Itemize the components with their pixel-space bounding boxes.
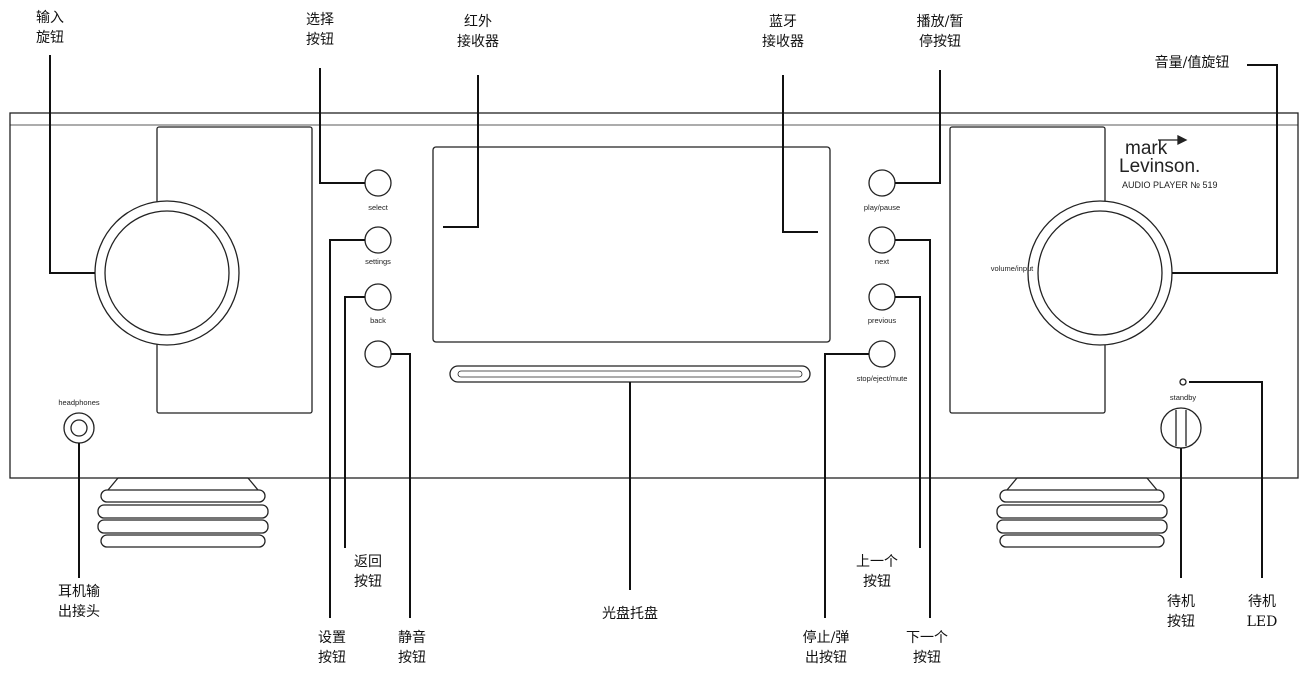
callout-previous-button: 上一个按钮 xyxy=(856,554,898,590)
play-pause-button xyxy=(868,169,896,197)
callout-standby-button: 待机按钮 xyxy=(1167,594,1195,630)
volume-input-label: volume/input xyxy=(991,264,1034,273)
volume-knob-inner xyxy=(1037,210,1163,336)
headphones-label: headphones xyxy=(58,398,100,407)
chassis-outline xyxy=(9,112,1299,479)
headphone-jack xyxy=(63,412,95,444)
callout-settings-button: 设置按钮 xyxy=(318,630,346,666)
brand-logo-line2: Levinson. xyxy=(1119,156,1200,177)
left-foot xyxy=(97,477,269,548)
leader-lines xyxy=(49,55,1278,618)
mute-button xyxy=(364,340,392,368)
brand-logo-arrow xyxy=(1158,134,1188,146)
callout-headphone-jack: 耳机输出接头 xyxy=(58,584,100,620)
stop-eject-mute-label: stop/eject/mute xyxy=(857,374,908,383)
callout-mute-button: 静音按钮 xyxy=(398,630,426,666)
model-name: AUDIO PLAYER № 519 xyxy=(1122,180,1218,190)
standby-label: standby xyxy=(1170,393,1197,402)
callout-input-knob: 输入旋钮 xyxy=(36,10,64,46)
standby-button xyxy=(1160,407,1202,449)
next-button xyxy=(868,226,896,254)
disc-tray-slot-inner xyxy=(457,370,803,378)
standby-led xyxy=(1179,378,1187,386)
input-knob xyxy=(94,200,240,346)
callout-disc-tray: 光盘托盘 xyxy=(602,606,658,622)
callout-bluetooth-receiver: 蓝牙接收器 xyxy=(762,14,804,50)
display-screen xyxy=(432,146,831,343)
callout-select-button: 选择按钮 xyxy=(306,12,334,48)
back-label: back xyxy=(370,316,386,325)
input-knob-inner xyxy=(104,210,230,336)
callout-play-pause-button: 播放/暂停按钮 xyxy=(916,14,964,50)
stop-eject-mute-button xyxy=(868,340,896,368)
previous-button xyxy=(868,283,896,311)
disc-tray-slot xyxy=(449,365,811,383)
right-foot xyxy=(996,477,1168,548)
select-label: select xyxy=(368,203,389,212)
callout-volume-knob: 音量/值旋钮 xyxy=(1154,55,1230,71)
play-pause-label: play/pause xyxy=(864,203,900,212)
settings-label: settings xyxy=(365,257,391,266)
volume-knob xyxy=(1027,200,1173,346)
settings-button xyxy=(364,226,392,254)
headphone-jack-hole xyxy=(70,419,88,437)
callout-back-button: 返回按钮 xyxy=(354,554,382,590)
next-label: next xyxy=(875,257,890,266)
callout-ir-receiver: 红外接收器 xyxy=(457,14,499,50)
back-button xyxy=(364,283,392,311)
brand-logo-line1: mark xyxy=(1125,138,1168,159)
previous-label: previous xyxy=(868,316,897,325)
callout-stop-eject-button: 停止/弹出按钮 xyxy=(802,630,850,666)
callout-next-button: 下一个按钮 xyxy=(906,630,948,666)
select-button xyxy=(364,169,392,197)
